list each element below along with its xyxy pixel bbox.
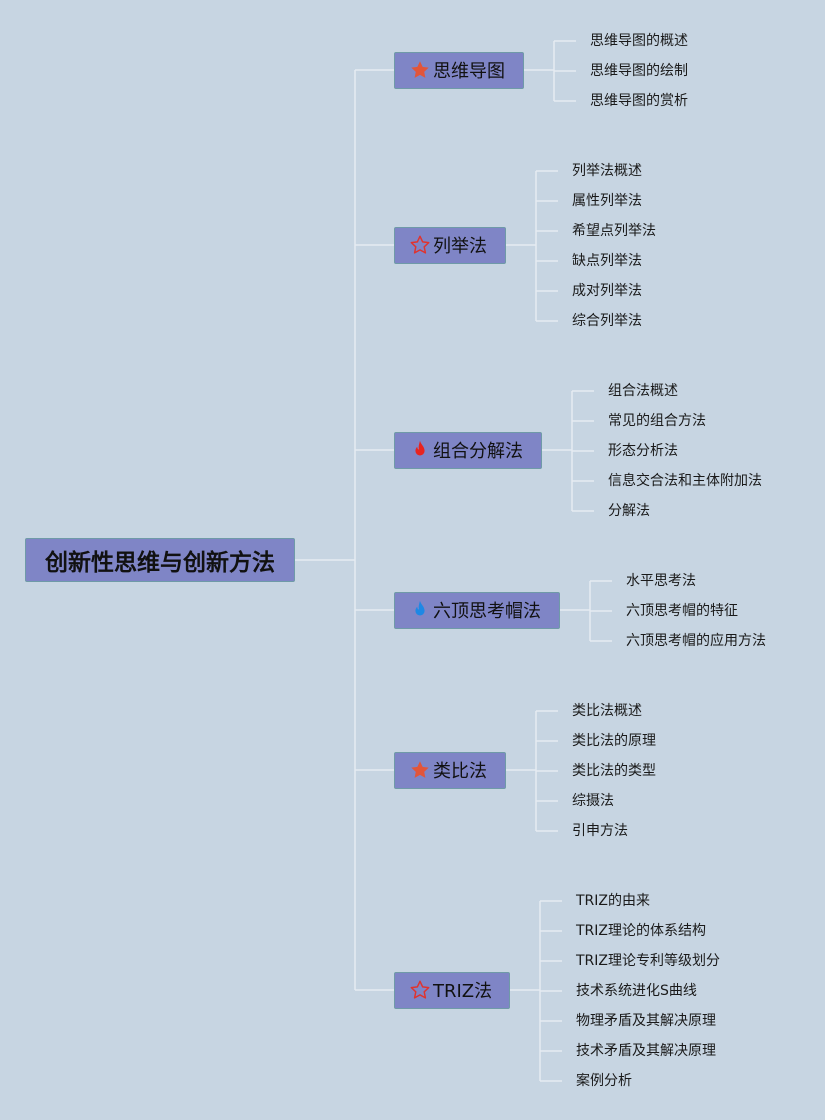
- fire-blue-icon: [409, 599, 431, 621]
- branch-label: 类比法: [433, 761, 487, 782]
- star-filled-icon: [409, 59, 431, 81]
- branch-node[interactable]: 六顶思考帽法: [394, 591, 560, 629]
- root-node[interactable]: 创新性思维与创新方法: [25, 538, 295, 582]
- child-topic[interactable]: 思维导图的绘制: [590, 63, 688, 79]
- branch-node[interactable]: 组合分解法: [394, 431, 542, 469]
- branch-node[interactable]: 思维导图: [394, 51, 524, 89]
- child-topic[interactable]: 思维导图的概述: [590, 33, 688, 49]
- child-topic[interactable]: 类比法的原理: [572, 733, 656, 749]
- child-topic[interactable]: 缺点列举法: [572, 253, 642, 269]
- child-topic[interactable]: 六顶思考帽的特征: [626, 603, 738, 619]
- root-label: 创新性思维与创新方法: [45, 550, 275, 576]
- child-topic[interactable]: 类比法的类型: [572, 763, 656, 779]
- star-outline-icon: [409, 234, 431, 256]
- star-outline-icon: [409, 979, 431, 1001]
- child-topic[interactable]: 属性列举法: [572, 193, 642, 209]
- child-topic[interactable]: 常见的组合方法: [608, 413, 706, 429]
- branch-label: TRIZ法: [433, 981, 493, 1002]
- child-topic[interactable]: 技术矛盾及其解决原理: [576, 1043, 716, 1059]
- fire-red-icon: [409, 439, 431, 461]
- child-topic[interactable]: 希望点列举法: [572, 223, 656, 239]
- child-topic[interactable]: 形态分析法: [608, 443, 678, 459]
- child-topic[interactable]: 组合法概述: [608, 383, 678, 399]
- child-topic[interactable]: 六顶思考帽的应用方法: [626, 633, 766, 649]
- child-topic[interactable]: 物理矛盾及其解决原理: [576, 1013, 716, 1029]
- child-topic[interactable]: 列举法概述: [572, 163, 642, 179]
- branch-label: 列举法: [433, 236, 487, 257]
- branch-node[interactable]: TRIZ法: [394, 971, 510, 1009]
- branch-node[interactable]: 类比法: [394, 751, 506, 789]
- branch-label: 六顶思考帽法: [433, 601, 541, 622]
- child-topic[interactable]: 引申方法: [572, 823, 628, 839]
- child-topic[interactable]: 分解法: [608, 503, 650, 519]
- child-topic[interactable]: 案例分析: [576, 1073, 632, 1089]
- child-topic[interactable]: 思维导图的赏析: [590, 93, 688, 109]
- child-topic[interactable]: TRIZ理论专利等级划分: [576, 953, 720, 969]
- child-topic[interactable]: 技术系统进化S曲线: [576, 983, 697, 999]
- child-topic[interactable]: TRIZ理论的体系结构: [576, 923, 706, 939]
- child-topic[interactable]: TRIZ的由来: [576, 893, 650, 909]
- branch-label: 思维导图: [433, 61, 505, 82]
- branch-label: 组合分解法: [433, 441, 523, 462]
- child-topic[interactable]: 综合列举法: [572, 313, 642, 329]
- child-topic[interactable]: 成对列举法: [572, 283, 642, 299]
- branch-node[interactable]: 列举法: [394, 226, 506, 264]
- child-topic[interactable]: 综摄法: [572, 793, 614, 809]
- child-topic[interactable]: 类比法概述: [572, 703, 642, 719]
- star-filled-icon: [409, 759, 431, 781]
- child-topic[interactable]: 水平思考法: [626, 573, 696, 589]
- child-topic[interactable]: 信息交合法和主体附加法: [608, 473, 762, 489]
